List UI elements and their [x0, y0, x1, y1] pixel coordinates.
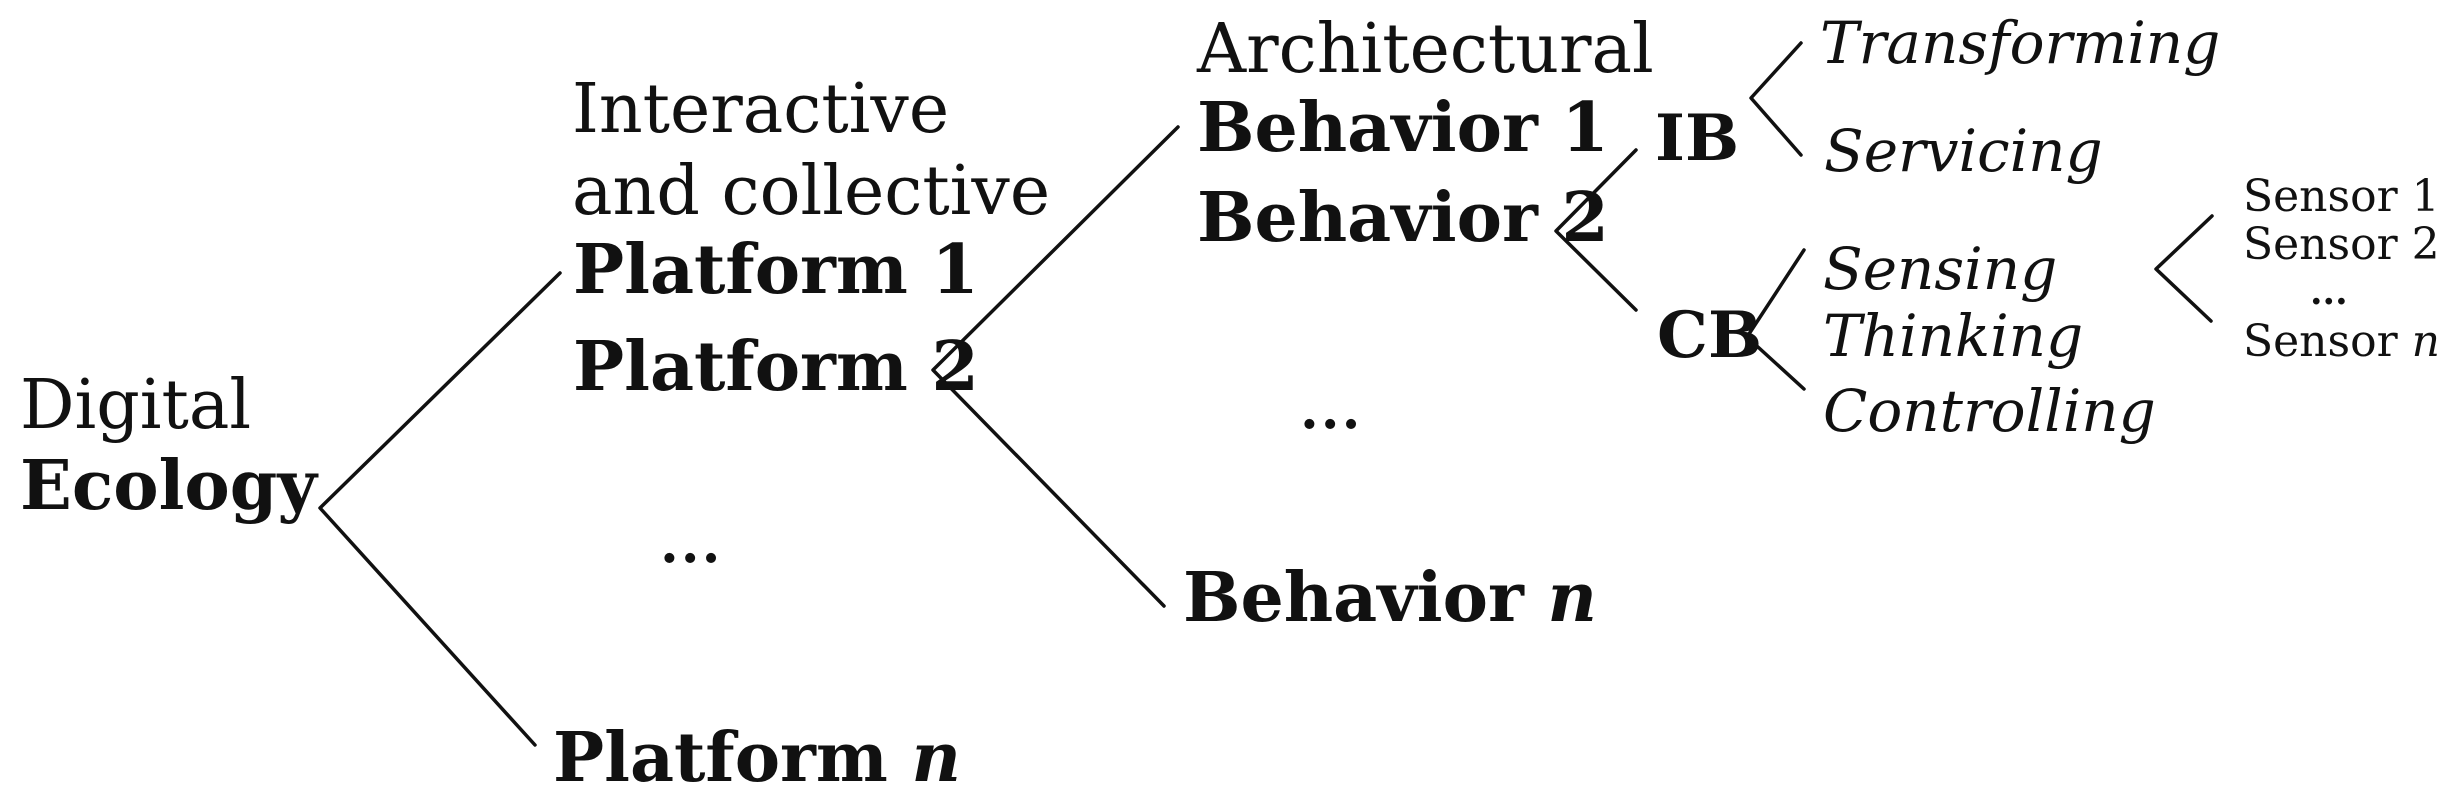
cb-child-thinking: Thinking [1823, 302, 2084, 370]
platform2-branch-line [931, 125, 1180, 608]
sensor-branch-line [2154, 214, 2214, 323]
behavior-n-word: Behavior [1183, 558, 1524, 638]
platform-2-node: Platform 2 [573, 327, 979, 407]
behavior-n-node: Behavior n [1183, 564, 1597, 632]
behavior-1-node: Behavior 1 [1197, 88, 1609, 168]
behavior-heading: Architectural [1197, 10, 1654, 89]
ib-node: IB [1655, 101, 1740, 176]
sensor-n-variable: n [2411, 316, 2440, 367]
root-label-line2: Ecology [20, 446, 317, 526]
platform-heading-line2: and collective [572, 152, 1051, 231]
behavior2-branch-line [1554, 148, 1638, 312]
root-branch-line [318, 271, 562, 747]
sensor-ellipsis: ... [2310, 271, 2348, 313]
cb-child-controlling: Controlling [1823, 377, 2156, 445]
platform-n-node: Platform n [553, 724, 961, 792]
ib-branch-line [1749, 41, 1803, 157]
cb-child-sensing: Sensing [1823, 235, 2058, 303]
sensor-n-word: Sensor [2243, 316, 2398, 367]
sensor-1-node: Sensor 1 [2243, 171, 2440, 222]
root-label-line1: Digital [20, 366, 252, 445]
behavior-ellipsis: ... [1300, 377, 1363, 441]
platform-heading-line1: Interactive [572, 70, 950, 149]
sensor-n-node: Sensor n [2243, 320, 2440, 364]
behavior-2-node: Behavior 2 [1197, 178, 1609, 258]
cb-node: CB [1657, 298, 1763, 373]
platform-ellipsis: ... [660, 511, 723, 575]
behavior-n-variable: n [1547, 558, 1597, 638]
cb-branch-line [1745, 248, 1806, 391]
ib-child-servicing: Servicing [1824, 117, 2103, 185]
platform-n-word: Platform [553, 718, 888, 798]
platform-n-variable: n [911, 718, 961, 798]
ib-child-transforming: Transforming [1820, 9, 2221, 77]
sensor-2-node: Sensor 2 [2243, 219, 2440, 270]
platform-1-node: Platform 1 [573, 230, 979, 310]
